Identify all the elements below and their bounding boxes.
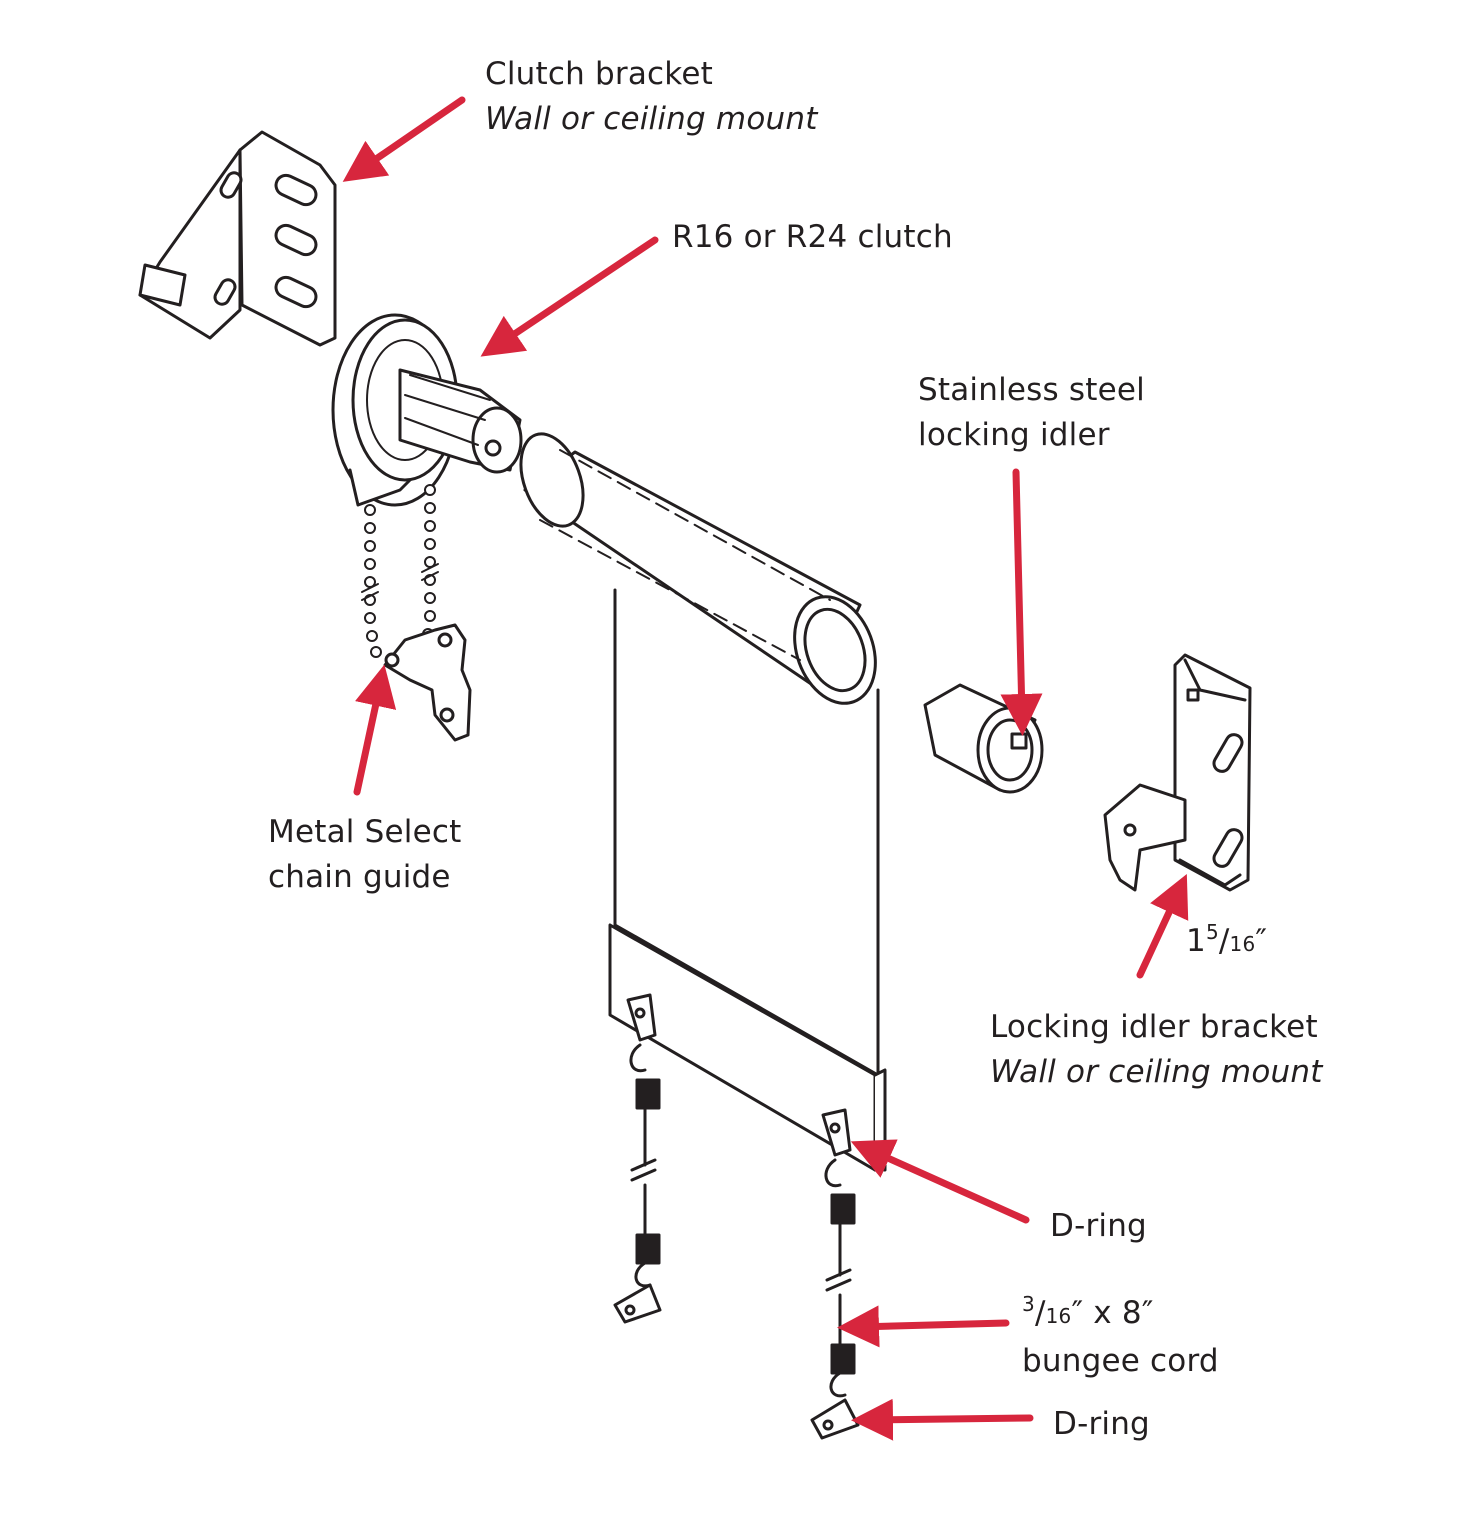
- label-chain-guide-line2: chain guide: [268, 859, 451, 895]
- label-dring-bottom: D-ring: [1053, 1402, 1150, 1447]
- label-clutch: R16 or R24 clutch: [672, 215, 953, 260]
- arrow-idler-bracket: [1136, 873, 1189, 979]
- label-bungee: 3/16″ x 8″ bungee cord: [1022, 1282, 1219, 1384]
- label-clutch-bracket: Clutch bracket Wall or ceiling mount: [485, 52, 818, 142]
- label-idler-bracket-title: Locking idler bracket: [990, 1009, 1318, 1045]
- bungee-num: 3: [1022, 1292, 1035, 1316]
- bungee-slash: /: [1034, 1295, 1046, 1331]
- label-clutch-title: R16 or R24 clutch: [672, 219, 953, 255]
- label-chain-guide-line1: Metal Select: [268, 814, 462, 850]
- bungee-right: [810, 1108, 860, 1440]
- bungee-left: [613, 993, 662, 1324]
- label-clutch-bracket-title: Clutch bracket: [485, 56, 713, 92]
- bead-chain: [361, 484, 439, 658]
- fraction-slash: /: [1218, 923, 1230, 959]
- label-chain-guide: Metal Select chain guide: [268, 810, 461, 900]
- label-fraction: 15/16″: [1186, 910, 1267, 967]
- label-idler-bracket-sub: Wall or ceiling mount: [990, 1054, 1323, 1090]
- arrow-chain-guide: [353, 664, 397, 796]
- fraction-whole: 1: [1186, 923, 1206, 959]
- label-idler-line2: locking idler: [918, 417, 1110, 453]
- label-dring-top: D-ring: [1050, 1204, 1147, 1249]
- arrow-clutch: [480, 236, 659, 357]
- fraction-den: 16: [1229, 932, 1256, 956]
- clutch: [331, 313, 523, 507]
- label-idler: Stainless steel locking idler: [918, 368, 1145, 458]
- label-idler-bracket: Locking idler bracket Wall or ceiling mo…: [990, 1005, 1323, 1095]
- arrow-bungee: [837, 1305, 1010, 1348]
- label-dring-top-text: D-ring: [1050, 1208, 1147, 1244]
- label-bungee-line1: 3/16″ x 8″: [1022, 1282, 1219, 1339]
- label-bungee-line2: bungee cord: [1022, 1343, 1219, 1379]
- chain-guide: [383, 623, 472, 742]
- bungee-rest: ″ x 8″: [1071, 1295, 1154, 1331]
- roller-tube: [519, 432, 877, 705]
- fraction-num: 5: [1205, 920, 1219, 944]
- clutch-bracket: [138, 130, 337, 347]
- arrow-dring-bottom: [851, 1398, 1034, 1441]
- label-dring-bottom-text: D-ring: [1053, 1406, 1150, 1442]
- arrow-dring-top: [850, 1139, 1030, 1224]
- locking-idler-bracket: [1103, 653, 1252, 892]
- arrow-clutch-bracket: [342, 96, 466, 182]
- fraction-unit: ″: [1255, 923, 1268, 959]
- label-idler-line1: Stainless steel: [918, 372, 1145, 408]
- bungee-den: 16: [1045, 1304, 1072, 1328]
- label-clutch-bracket-sub: Wall or ceiling mount: [485, 101, 818, 137]
- arrow-idler: [1000, 468, 1043, 736]
